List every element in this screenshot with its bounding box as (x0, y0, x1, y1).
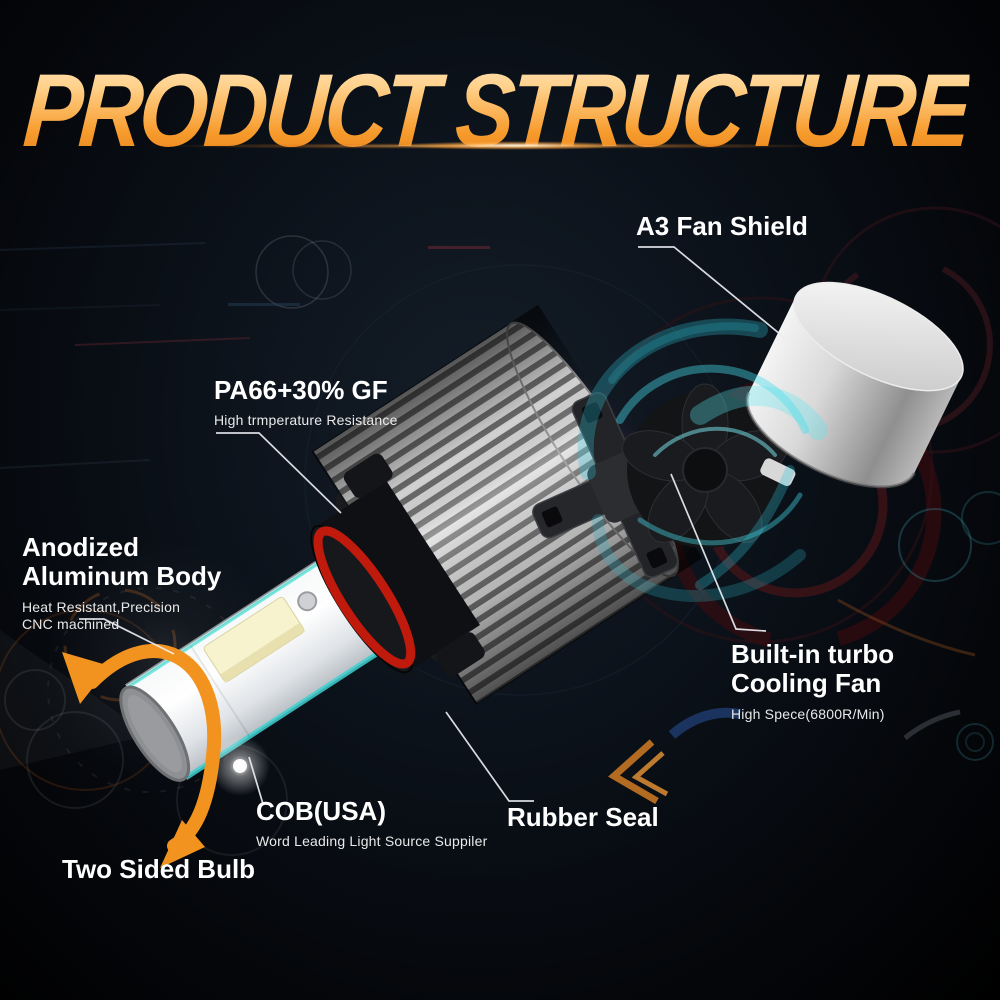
label-cob: COB(USA) Word Leading Light Source Suppi… (256, 796, 488, 851)
label-cob-subtitle: Word Leading Light Source Suppiler (256, 833, 488, 850)
label-cob-title: COB(USA) (256, 796, 386, 826)
lock-tab-bottom (435, 632, 485, 677)
label-fan-shield-title: A3 Fan Shield (636, 211, 808, 241)
label-fan-shield: A3 Fan Shield (636, 211, 808, 241)
leader-pa66 (216, 432, 342, 514)
light-glint-core (233, 759, 247, 773)
leader-cob (248, 756, 264, 805)
label-aluminum-body-subtitle: Heat Resistant,Precision CNC machined (22, 598, 181, 633)
cup-connector-tab (760, 458, 796, 487)
leader-lines (79, 246, 787, 805)
orange-chevron-decor (608, 739, 669, 805)
label-aluminum-body: Anodized Aluminum Body Heat Resistant,Pr… (22, 532, 237, 634)
label-pa66: PA66+30% GF High trmperature Resistance (214, 375, 398, 430)
label-rubber-seal-title: Rubber Seal (507, 802, 659, 832)
label-rubber-seal: Rubber Seal (507, 802, 659, 832)
label-cooling-fan: Built-in turbo Cooling Fan High Spece(68… (731, 639, 899, 723)
turbo-cooling-fan (622, 383, 788, 548)
title-glow-core (400, 141, 630, 150)
leader-aluminum-body (79, 618, 175, 655)
screw (297, 591, 318, 612)
label-pa66-subtitle: High trmperature Resistance (214, 412, 398, 429)
label-cooling-fan-subtitle: High Spece(6800R/Min) (731, 705, 885, 722)
airflow-vortex (577, 318, 828, 602)
leader-cooling-fan (670, 473, 767, 632)
rotation-arrow (62, 644, 222, 868)
leader-rubber-seal (445, 711, 534, 802)
label-cooling-fan-title: Built-in turbo Cooling Fan (731, 639, 895, 699)
page-title: PRODUCT STRUCTURE (20, 52, 972, 171)
label-pa66-title: PA66+30% GF (214, 375, 388, 405)
fan-shield-cup (745, 281, 964, 489)
label-aluminum-body-title: Anodized Aluminum Body (22, 532, 222, 592)
rubber-seal-oring (313, 526, 416, 669)
label-two-sided-bulb: Two Sided Bulb (62, 854, 256, 884)
lock-tab-top (343, 453, 393, 498)
socket-collar (310, 453, 485, 677)
label-two-sided-bulb-title: Two Sided Bulb (62, 854, 256, 884)
leader-fan-shield (638, 246, 787, 340)
